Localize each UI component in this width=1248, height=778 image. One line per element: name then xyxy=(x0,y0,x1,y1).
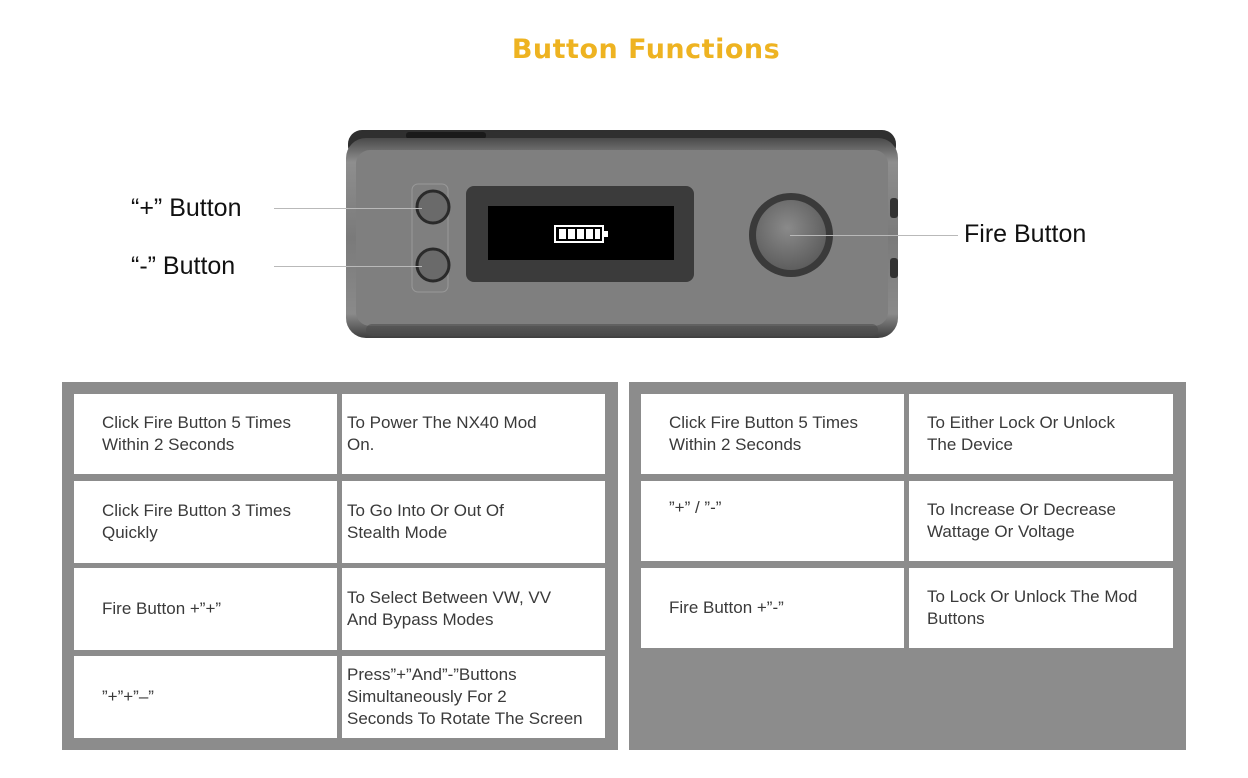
table-cell: Click Fire Button 5 Times Within 2 Secon… xyxy=(74,394,337,474)
table-cell: ”+”+”–” xyxy=(74,656,337,738)
plus-button-label: “+” Button xyxy=(131,194,242,222)
table-cell: To Increase Or Decrease Wattage Or Volta… xyxy=(909,481,1173,561)
fire-button-leader xyxy=(790,235,958,236)
table-cell: To Either Lock Or Unlock The Device xyxy=(909,394,1173,474)
table-cell: Press”+”And”-”Buttons Simultaneously For… xyxy=(342,656,605,738)
table-cell: Fire Button +”-” xyxy=(641,568,904,648)
table-cell: To Lock Or Unlock The Mod Buttons xyxy=(909,568,1173,648)
table-cell: Click Fire Button 5 Times Within 2 Secon… xyxy=(641,394,904,474)
fire-button-label: Fire Button xyxy=(964,220,1087,248)
table-cell: Fire Button +”+” xyxy=(74,568,337,650)
table-cell: Click Fire Button 3 Times Quickly xyxy=(74,481,337,563)
minus-button-leader xyxy=(274,266,422,267)
battery-icon xyxy=(554,225,608,243)
table-cell: To Go Into Or Out Of Stealth Mode xyxy=(342,481,605,563)
right-table: Click Fire Button 5 Times Within 2 Secon… xyxy=(629,382,1186,750)
table-cell: To Power The NX40 Mod On. xyxy=(342,394,605,474)
table-cell: To Select Between VW, VV And Bypass Mode… xyxy=(342,568,605,650)
left-table: Click Fire Button 5 Times Within 2 Secon… xyxy=(62,382,618,750)
page-title: Button Functions xyxy=(511,34,781,65)
minus-button-label: “-” Button xyxy=(131,252,236,280)
table-cell: ”+” / ”-” xyxy=(641,481,904,561)
plus-button-leader xyxy=(274,208,422,209)
